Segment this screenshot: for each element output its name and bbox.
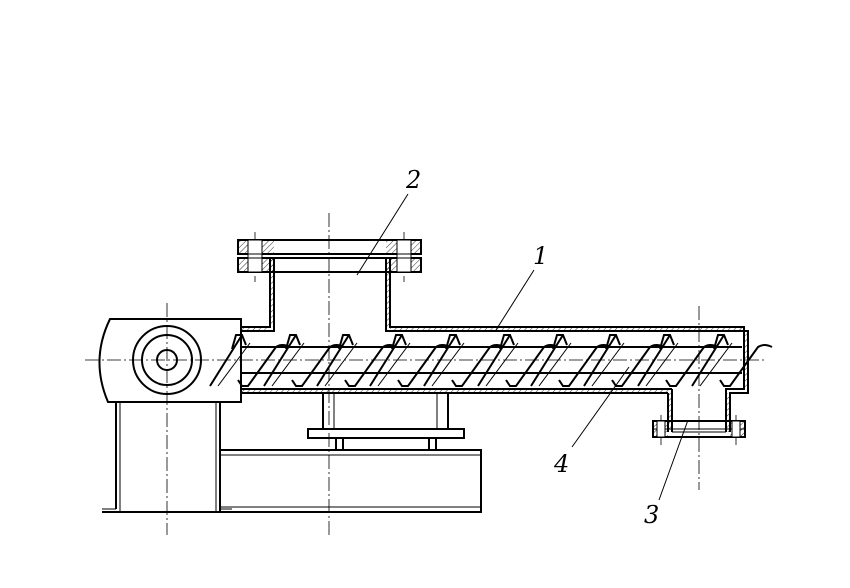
callout-label-1: 1 bbox=[533, 242, 548, 270]
screw-flight-edge bbox=[538, 342, 572, 387]
screw-flight-edge bbox=[431, 342, 465, 387]
drive-housing bbox=[98, 318, 242, 403]
screw-flight-edge bbox=[591, 342, 625, 387]
screw-flights bbox=[209, 334, 773, 387]
screw-flight-edge bbox=[699, 342, 733, 387]
screw-flight-edge bbox=[377, 342, 411, 387]
screw-flight-edge bbox=[217, 342, 251, 387]
base-frame bbox=[219, 449, 482, 513]
middle-support bbox=[307, 393, 465, 450]
screw-flight-edge bbox=[645, 342, 679, 387]
screw-flight-edge bbox=[324, 342, 358, 387]
drive-support bbox=[102, 402, 235, 513]
callout-label-4: 4 bbox=[553, 450, 569, 478]
callout-label-2: 2 bbox=[405, 166, 421, 194]
screw-flight-edge bbox=[485, 342, 519, 387]
callout-label-3: 3 bbox=[644, 501, 659, 529]
screw-flight bbox=[691, 334, 773, 387]
screw-flight-edge bbox=[271, 342, 305, 387]
trough-casing bbox=[241, 258, 749, 432]
outlet-flange bbox=[652, 420, 746, 438]
leader-lines bbox=[356, 193, 689, 501]
inlet-flange bbox=[237, 239, 422, 273]
